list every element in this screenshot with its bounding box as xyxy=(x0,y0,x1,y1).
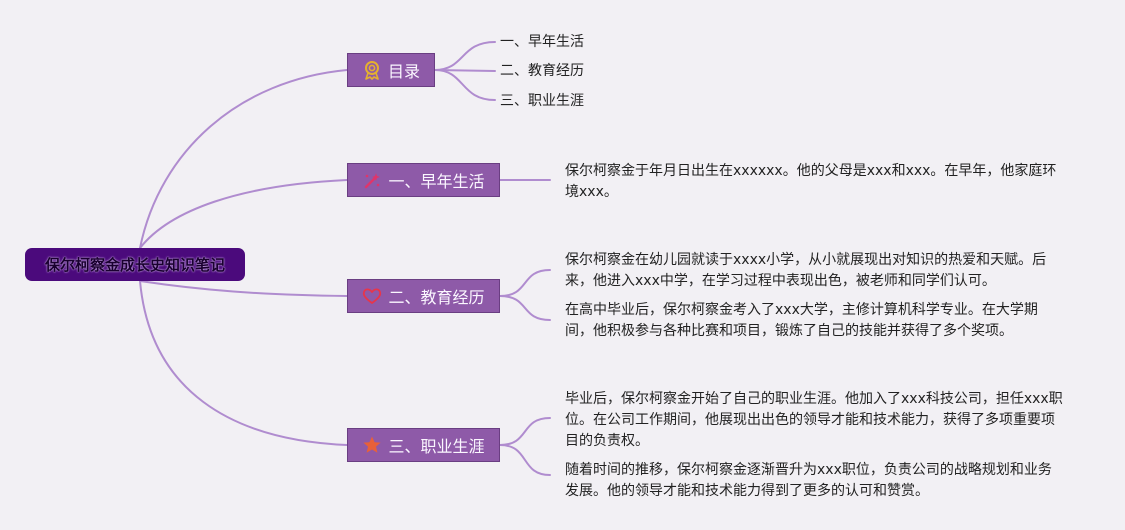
note-education-2-text: 在高中毕业后，保尔柯察金考入了xxx大学，主修计算机科学专业。在大学期间，他积极… xyxy=(565,302,1038,339)
connector-education-note-1 xyxy=(499,269,551,297)
connector-career-note-1 xyxy=(499,417,551,446)
award-ribbon-icon xyxy=(362,60,382,80)
root-topic-label: 保尔柯察金成长史知识笔记 xyxy=(44,256,225,274)
connector-root-early xyxy=(139,179,348,249)
toc-item-early[interactable]: 一、早年生活 xyxy=(500,34,584,50)
pencil-sparkle-icon xyxy=(362,170,382,190)
branch-career[interactable]: 三、职业生涯 xyxy=(347,428,500,462)
note-education-1-text: 保尔柯察金在幼儿园就读于xxxx小学，从小就展现出对知识的热爱和天赋。后来，他进… xyxy=(565,252,1047,289)
note-early-life: 保尔柯察金于年月日出生在xxxxxx。他的父母是xxx和xxx。在早年，他家庭环… xyxy=(565,161,1060,203)
branch-career-label: 三、职业生涯 xyxy=(388,437,485,456)
connector-career-note-2 xyxy=(499,444,551,476)
connector-root-career xyxy=(139,280,348,446)
note-education-1: 保尔柯察金在幼儿园就读于xxxx小学，从小就展现出对知识的热爱和天赋。后来，他进… xyxy=(565,250,1055,292)
branch-toc[interactable]: 目录 xyxy=(347,53,435,87)
root-topic[interactable]: 保尔柯察金成长史知识笔记 xyxy=(25,248,245,281)
connector-toc-1 xyxy=(434,41,496,71)
note-career-2-text: 随着时间的推移，保尔柯察金逐渐晋升为xxx职位，负责公司的战略规划和业务发展。他… xyxy=(565,462,1052,499)
heart-outline-icon xyxy=(362,286,382,306)
connector-education-note-2 xyxy=(499,295,551,321)
connector-root-education xyxy=(139,280,348,297)
note-career-1: 毕业后，保尔柯察金开始了自己的职业生涯。他加入了xxx科技公司，担任xxx职位。… xyxy=(565,389,1065,452)
note-early-life-text: 保尔柯察金于年月日出生在xxxxxx。他的父母是xxx和xxx。在早年，他家庭环… xyxy=(565,163,1057,200)
toc-item-career[interactable]: 三、职业生涯 xyxy=(500,93,584,109)
star-icon xyxy=(362,435,382,455)
branch-toc-label: 目录 xyxy=(387,62,420,81)
connector-toc-2 xyxy=(434,69,496,72)
branch-early-life-label: 一、早年生活 xyxy=(388,172,485,191)
connector-root-toc xyxy=(139,69,348,249)
branch-education-label: 二、教育经历 xyxy=(388,288,485,307)
note-career-2: 随着时间的推移，保尔柯察金逐渐晋升为xxx职位，负责公司的战略规划和业务发展。他… xyxy=(565,460,1065,502)
toc-item-education[interactable]: 二、教育经历 xyxy=(500,63,584,79)
note-education-2: 在高中毕业后，保尔柯察金考入了xxx大学，主修计算机科学专业。在大学期间，他积极… xyxy=(565,300,1065,342)
branch-early-life[interactable]: 一、早年生活 xyxy=(347,163,500,197)
connector-toc-3 xyxy=(434,69,496,101)
note-career-1-text: 毕业后，保尔柯察金开始了自己的职业生涯。他加入了xxx科技公司，担任xxx职位。… xyxy=(565,391,1063,449)
branch-education[interactable]: 二、教育经历 xyxy=(347,279,500,313)
